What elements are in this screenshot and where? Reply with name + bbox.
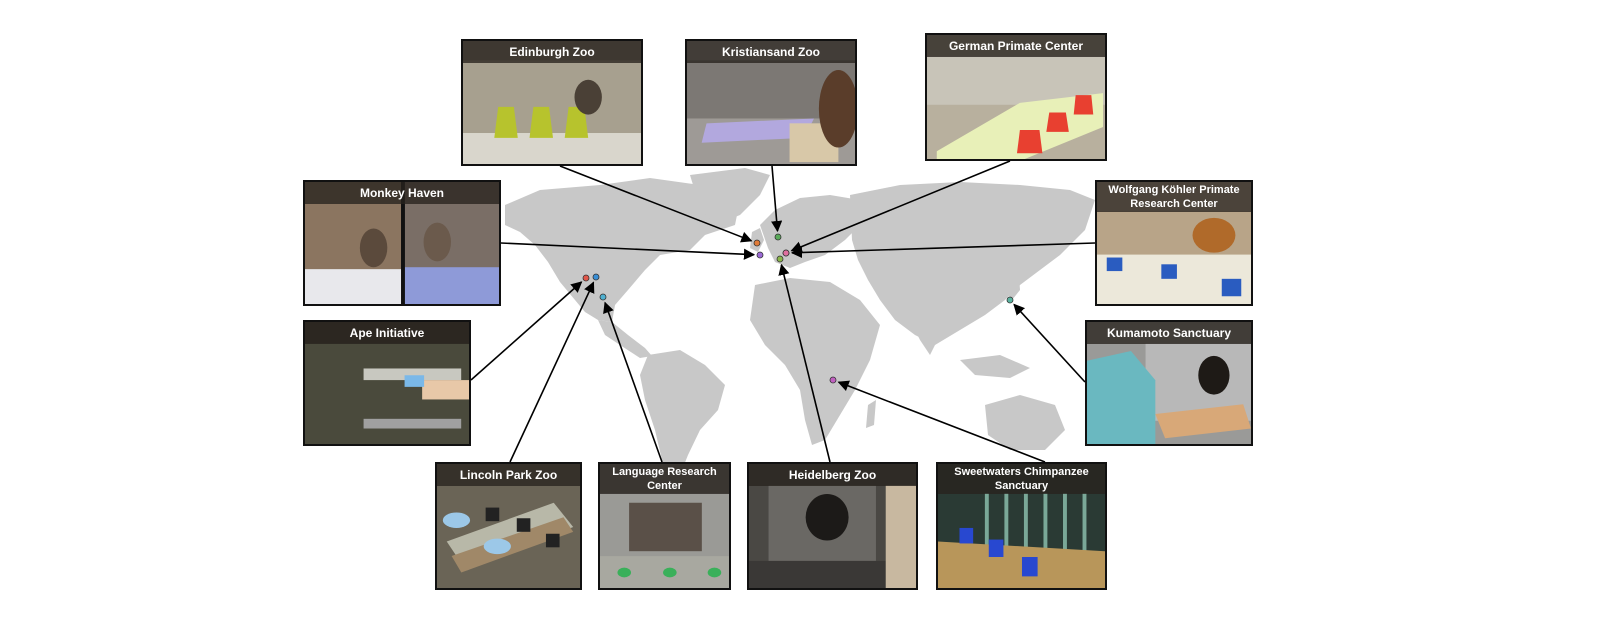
site-title: Kristiansand Zoo: [687, 41, 855, 63]
site-box-ape-initiative: Ape Initiative: [303, 320, 471, 446]
site-box-sweetwaters: Sweetwaters Chimpanzee Sanctuary: [936, 462, 1107, 590]
site-title: Wolfgang Köhler Primate Research Center: [1097, 182, 1251, 212]
australia: [985, 395, 1065, 450]
site-title: Edinburgh Zoo: [463, 41, 641, 63]
site-title: Kumamoto Sanctuary: [1087, 322, 1251, 344]
site-title: Sweetwaters Chimpanzee Sanctuary: [938, 464, 1105, 494]
central-america: [598, 320, 652, 358]
site-box-kumamoto: Kumamoto Sanctuary: [1085, 320, 1253, 446]
africa: [750, 278, 880, 445]
madagascar: [866, 400, 876, 428]
site-box-edinburgh: Edinburgh Zoo: [461, 39, 643, 166]
uk: [750, 228, 764, 252]
site-box-monkey-haven: Monkey Haven: [303, 180, 501, 306]
asia: [850, 182, 1095, 345]
site-title: German Primate Center: [927, 35, 1105, 57]
site-box-language-research: Language Research Center: [598, 462, 731, 590]
site-box-wolfgang-kohler: Wolfgang Köhler Primate Research Center: [1095, 180, 1253, 306]
japan: [1006, 262, 1020, 300]
europe: [760, 195, 860, 268]
site-box-heidelberg: Heidelberg Zoo: [747, 462, 918, 590]
land-masses: [505, 168, 1095, 500]
se-asia-islands: [960, 355, 1030, 378]
india: [905, 300, 945, 355]
site-title: Language Research Center: [600, 464, 729, 494]
site-box-lincoln-park: Lincoln Park Zoo: [435, 462, 582, 590]
site-box-kristiansand: Kristiansand Zoo: [685, 39, 857, 166]
site-title: Heidelberg Zoo: [749, 464, 916, 486]
site-box-german-primate: German Primate Center: [925, 33, 1107, 161]
site-title: Monkey Haven: [305, 182, 499, 204]
site-title: Ape Initiative: [305, 322, 469, 344]
site-title: Lincoln Park Zoo: [437, 464, 580, 486]
site-photo: [1097, 182, 1251, 304]
